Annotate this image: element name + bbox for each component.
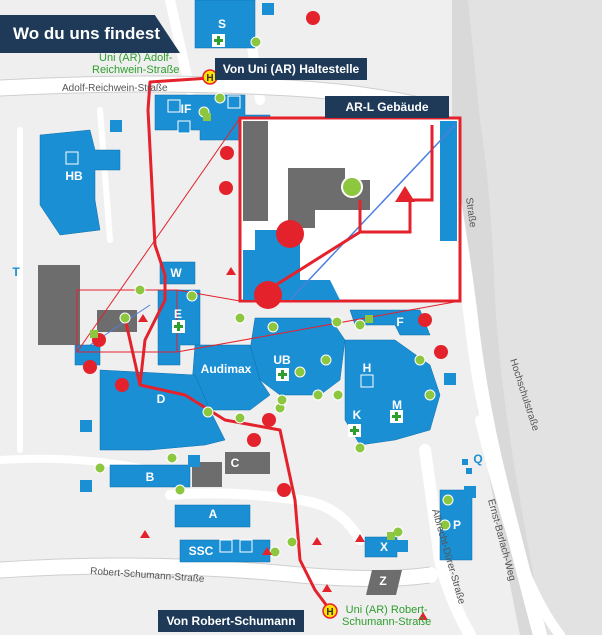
label-p: P [453,518,461,532]
stop-symbol-schumann: H [326,607,333,618]
label-q: Q [473,452,482,466]
building-ub [249,317,346,396]
bus-stop-schumann: H [322,603,338,619]
label-z: Z [379,574,386,588]
entrance-dots [94,36,454,558]
hill-area-inner [468,0,602,635]
stop-label-schumann: Uni (AR) Robert- Schumann-Straße [342,604,431,628]
stop-label-schumann-line1: Uni (AR) Robert- [345,604,428,616]
label-f: F [396,315,403,329]
street-adolf: Adolf-Reichwein-Straße [62,83,168,94]
blue-buildings [39,0,473,563]
building-hb [39,129,121,236]
building-d [99,369,226,451]
label-hb: HB [65,169,83,183]
building-grey-arl [97,310,137,332]
street-strasse-partial: Straße [463,197,478,229]
ar-l-inset [238,116,462,309]
first-aid-icons [172,34,403,437]
stop-label-adolf-line1: Uni (AR) Adolf- [99,52,173,64]
building-grey-t [38,265,80,345]
walking-routes [123,76,332,611]
label-if: IF [181,102,192,116]
green-markers [90,113,472,540]
building-w [159,261,196,285]
building-a [174,504,251,528]
label-x: X [380,540,388,554]
label-ub: UB [273,353,291,367]
entrance-triangles [138,267,428,620]
label-s: S [218,17,226,31]
label-ssc: SSC [189,544,214,558]
building-b [109,464,191,488]
label-e: E [174,307,182,321]
building-grey-c [225,452,270,474]
label-d: D [157,392,166,406]
stop-label-schumann-line2: Schumann-Straße [342,616,432,628]
stop-symbol-adolf: H [206,73,213,84]
building-labels: S IF HB T W E F UB Audimax H M K D B C A… [12,17,482,588]
label-w: W [170,266,182,280]
label-h: H [363,361,372,375]
building-grey-z [366,570,402,595]
label-audimax: Audimax [201,362,252,376]
label-b: B [146,470,155,484]
page-title: Wo du uns findest [0,15,180,53]
label-k: K [353,408,362,422]
stop-label-adolf-line2: Reichwein-Straße [92,64,180,76]
label-from-uni-stop: Von Uni (AR) Haltestelle [215,58,367,80]
label-c: C [231,456,240,470]
grey-buildings [38,265,402,595]
label-t: T [12,265,20,279]
label-a: A [209,507,218,521]
label-ar-l-building: AR-L Gebäude [325,96,449,118]
wheelchair-icons [65,3,476,553]
label-from-robert-schumann: Von Robert-Schumann [158,610,304,632]
label-m: M [392,398,402,412]
stop-label-adolf: Uni (AR) Adolf- Reichwein-Straße [92,52,179,76]
